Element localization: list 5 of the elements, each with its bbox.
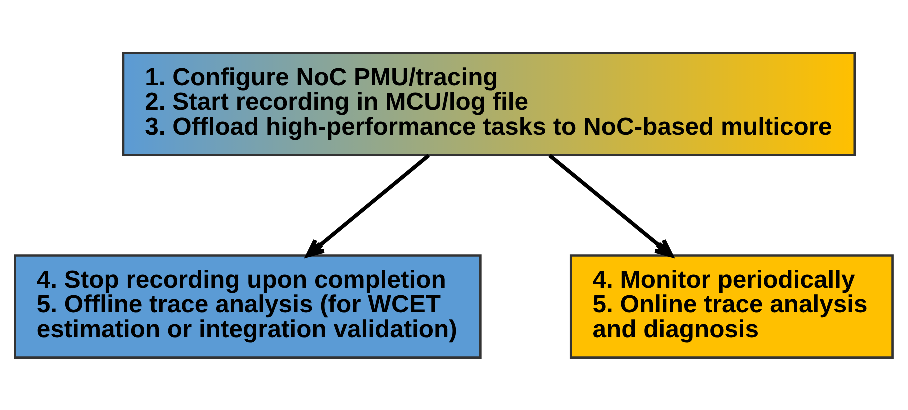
arrow: [306, 154, 430, 258]
node-box: 1. Configure NoC PMU/tracing 2. Start recording in MCU/log file 3. Offload high-performance tasks to NoC-based multicore: [122, 52, 856, 156]
arrow: [548, 154, 674, 258]
node-box: 4. Monitor periodically 5. Online trace analysis and diagnosis: [570, 254, 894, 358]
node-box: 4. Stop recording upon completion 5. Offline trace analysis (for WCET estimation or integration validation): [14, 254, 482, 358]
